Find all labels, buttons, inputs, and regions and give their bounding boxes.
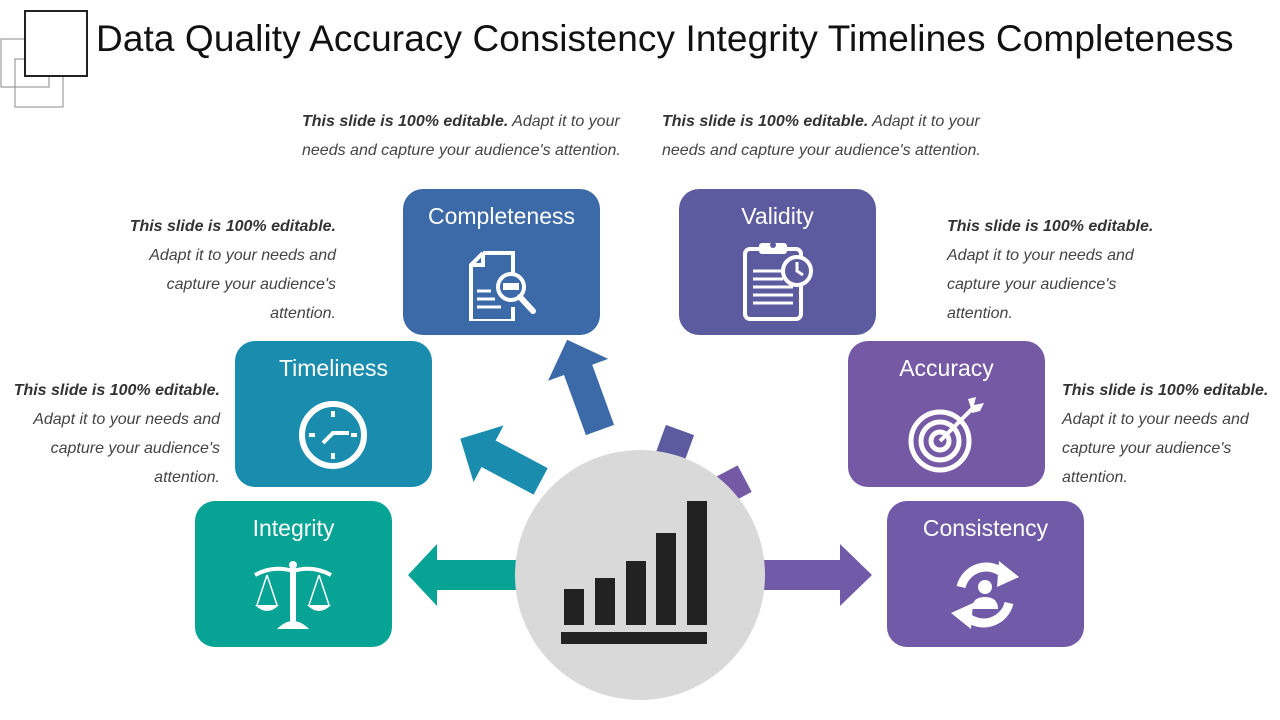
description-low-right-bold: This slide is 100% editable. [1062,382,1269,399]
bar-chart-icon [561,501,707,644]
description-low-left-bold: This slide is 100% editable. [13,382,220,399]
description-top-left-bold: This slide is 100% editable. [302,113,509,130]
description-mid-right: This slide is 100% editable. Adapt it to… [947,212,1157,328]
description-low-right-text: Adapt it to your needs and capture your … [1062,411,1249,486]
card-integrity: Integrity [195,501,392,647]
balance-scale-icon [254,561,332,629]
target-arrow-icon [908,397,984,473]
card-accuracy-label: Accuracy [899,355,994,381]
card-completeness-label: Completeness [427,203,576,229]
arrow-integrity [408,544,520,606]
card-timeliness: Timeliness [235,341,432,487]
description-top-right-bold: This slide is 100% editable. [662,113,869,130]
card-timeliness-label: Timeliness [278,355,389,381]
card-completeness: Completeness [403,189,600,335]
card-validity-label: Validity [741,203,814,229]
card-consistency-label: Consistency [922,515,1049,541]
description-low-right: This slide is 100% editable. Adapt it to… [1062,376,1272,492]
description-top-right-text: Adapt it to your needs and capture your … [662,113,981,159]
card-consistency: Consistency [887,501,1084,647]
cycle-person-icon [951,561,1019,629]
arrow-completeness [548,339,615,436]
description-low-left: This slide is 100% editable. Adapt it to… [10,376,220,492]
description-top-left-text: Adapt it to your needs and capture your … [302,113,621,159]
description-mid-right-bold: This slide is 100% editable. [947,218,1154,235]
arrow-consistency [760,544,872,606]
arrow-timeliness [460,425,548,495]
description-low-left-text: Adapt it to your needs and capture your … [33,411,220,486]
stacked-squares-logo-icon [0,10,88,108]
clock-icon [299,401,367,469]
card-integrity-label: Integrity [252,515,335,541]
clipboard-clock-icon [743,242,813,321]
card-accuracy: Accuracy [848,341,1045,487]
document-search-icon [469,251,536,321]
description-top-right: This slide is 100% editable. Adapt it to… [662,107,987,165]
description-mid-right-text: Adapt it to your needs and capture your … [947,247,1134,322]
description-mid-left-bold: This slide is 100% editable. [129,218,336,235]
page-title: Data Quality Accuracy Consistency Integr… [96,18,1234,59]
card-validity: Validity [679,189,876,335]
description-top-left: This slide is 100% editable. Adapt it to… [302,107,627,165]
description-mid-left-text: Adapt it to your needs and capture your … [149,247,336,322]
description-mid-left: This slide is 100% editable. Adapt it to… [126,212,336,328]
